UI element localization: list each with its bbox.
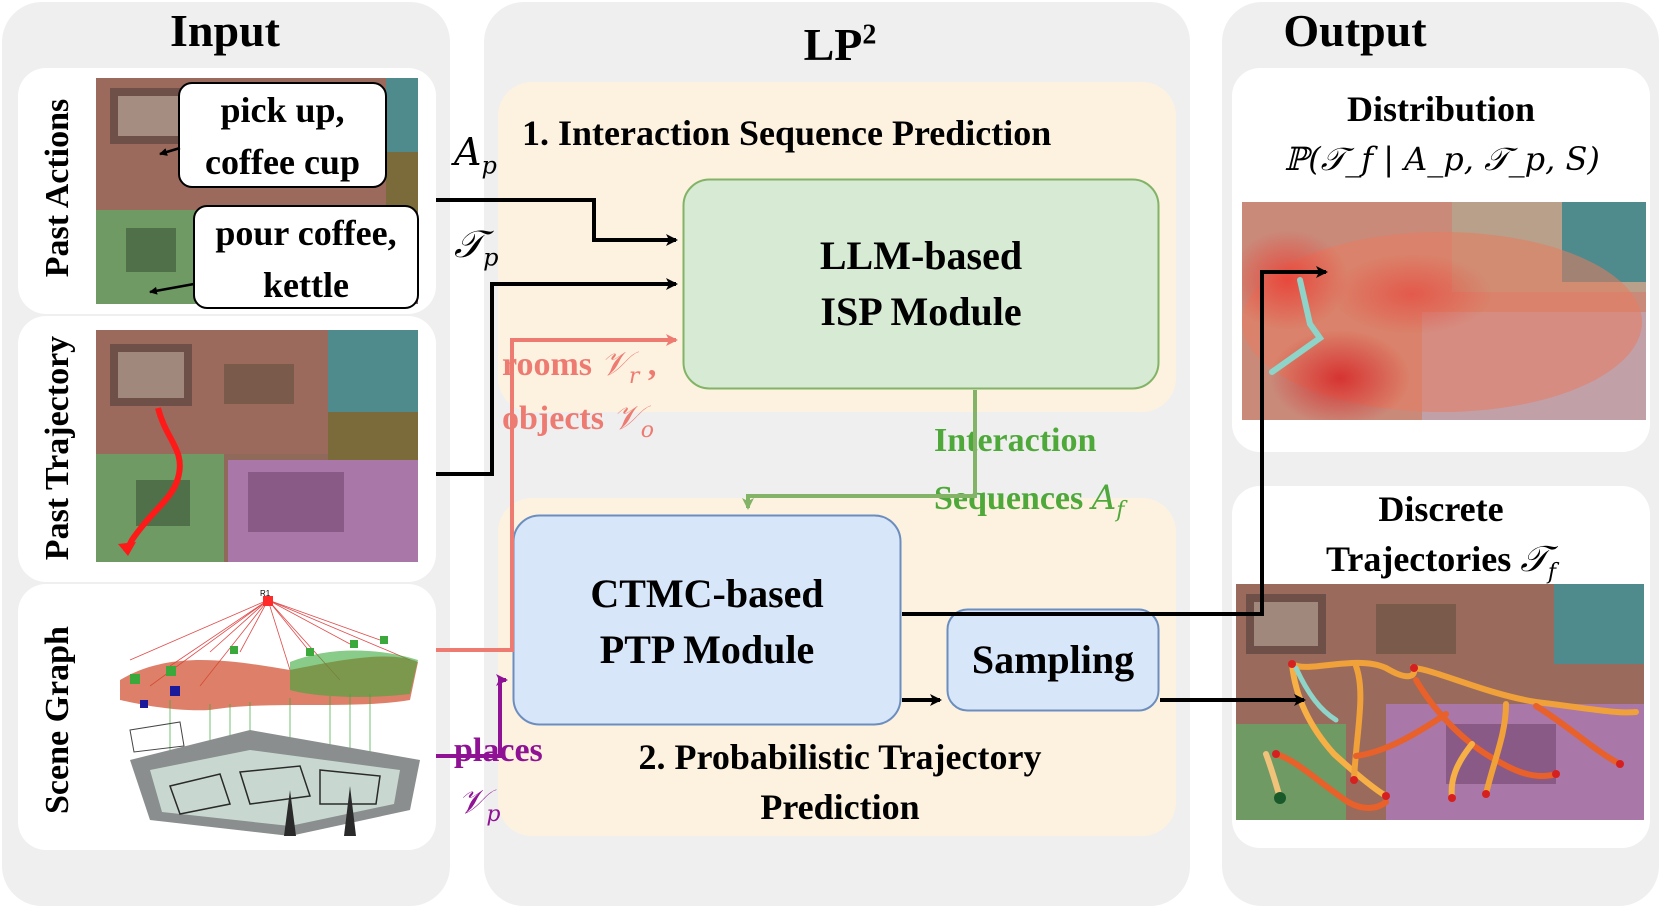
ptp-module-line2: PTP Module bbox=[599, 627, 815, 672]
places-symbol-label: 𝒱p bbox=[458, 782, 500, 827]
ap-symbol: A bbox=[454, 130, 482, 174]
ap-subscript: p bbox=[481, 151, 497, 180]
past-action-bubble-2-line2: kettle bbox=[263, 265, 349, 305]
ptp-section-title-line1: 2. Probabilistic Trajectory bbox=[638, 737, 1042, 777]
discrete-title: Discrete Trajectories 𝒯f bbox=[1232, 484, 1650, 598]
past-action-bubble-2: pour coffee, kettle bbox=[193, 205, 419, 309]
distribution-heatmap bbox=[1242, 202, 1646, 420]
past-action-bubble-2-line1: pour coffee, bbox=[215, 213, 397, 253]
sampling-label: Sampling bbox=[971, 637, 1135, 682]
input-title: Input bbox=[170, 5, 280, 56]
ap-arrow bbox=[436, 198, 678, 246]
distribution-formula: ℙ(𝒯_f | A_p, 𝒯_p, S) bbox=[1284, 140, 1600, 178]
bubble-2-pointer bbox=[149, 282, 195, 295]
method-title-superscript: 2 bbox=[862, 19, 877, 51]
isp-to-ptp-arrow bbox=[742, 390, 977, 510]
past-action-bubble-1: pick up, coffee cup bbox=[178, 82, 387, 188]
tp-label: 𝒯p bbox=[454, 222, 498, 272]
svg-text:R1: R1 bbox=[260, 590, 271, 598]
discrete-symbol: 𝒯 bbox=[1520, 539, 1548, 580]
af-subscript: f bbox=[1116, 497, 1125, 523]
scene-to-ptp-arrow bbox=[436, 674, 508, 758]
objects-label: objects 𝒱o bbox=[502, 398, 654, 443]
rooms-subscript: r bbox=[628, 363, 640, 389]
rooms-label: rooms 𝒱r , bbox=[502, 344, 656, 389]
af-symbol: A bbox=[1091, 478, 1117, 518]
sequences-text: Sequences bbox=[934, 480, 1084, 517]
sampling-box bbox=[946, 608, 1160, 712]
ap-label: Ap bbox=[454, 130, 497, 180]
objects-symbol: 𝒱 bbox=[612, 398, 641, 438]
isp-module-line1: LLM-based bbox=[819, 233, 1023, 278]
past-trajectory-floorplan bbox=[96, 330, 418, 562]
ptp-module-line1: CTMC-based bbox=[590, 571, 824, 616]
objects-subscript: o bbox=[640, 417, 655, 443]
objects-text: objects bbox=[502, 400, 604, 437]
rooms-symbol: 𝒱 bbox=[600, 344, 629, 384]
output-title: Output bbox=[1283, 5, 1427, 56]
places-symbol: 𝒱 bbox=[458, 782, 487, 822]
discrete-title-line1: Discrete bbox=[1378, 489, 1504, 529]
method-title: LP2 bbox=[720, 18, 960, 71]
tp-symbol: 𝒯 bbox=[454, 222, 484, 266]
method-title-text: LP bbox=[803, 19, 863, 70]
tp-subscript: p bbox=[483, 243, 499, 272]
discrete-title-text: Trajectories bbox=[1326, 539, 1512, 579]
isp-module-label: LLM-based ISP Module bbox=[682, 228, 1160, 340]
past-action-bubble-1-line1: pick up, bbox=[220, 90, 345, 130]
ptp-section-title-line2: Prediction bbox=[760, 787, 920, 827]
bubble-1-pointer bbox=[159, 146, 181, 156]
scene-to-isp-arrow bbox=[436, 334, 678, 652]
interaction-label: Interaction bbox=[934, 422, 1097, 459]
scene-graph-illustration: R1 bbox=[120, 590, 420, 836]
tp-arrow bbox=[436, 278, 678, 476]
rooms-text: rooms bbox=[502, 346, 593, 383]
discrete-title-line2: Trajectories 𝒯f bbox=[1232, 534, 1650, 598]
ptp-section-title: 2. Probabilistic Trajectory Prediction bbox=[560, 732, 1120, 832]
ptp-module-label: CTMC-based PTP Module bbox=[512, 566, 902, 678]
places-subscript: p bbox=[486, 801, 501, 827]
isp-module-box bbox=[682, 178, 1160, 390]
isp-section-title: 1. Interaction Sequence Prediction bbox=[522, 113, 1052, 153]
distribution-title: Distribution bbox=[1346, 89, 1536, 129]
discrete-subscript: f bbox=[1547, 560, 1556, 586]
past-action-bubble-1-line2: coffee cup bbox=[205, 142, 360, 182]
ptp-to-distribution-arrow bbox=[902, 266, 1328, 616]
sequences-label: Sequences Af bbox=[934, 478, 1124, 523]
rooms-comma: , bbox=[639, 346, 657, 383]
isp-module-line2: ISP Module bbox=[820, 289, 1022, 334]
